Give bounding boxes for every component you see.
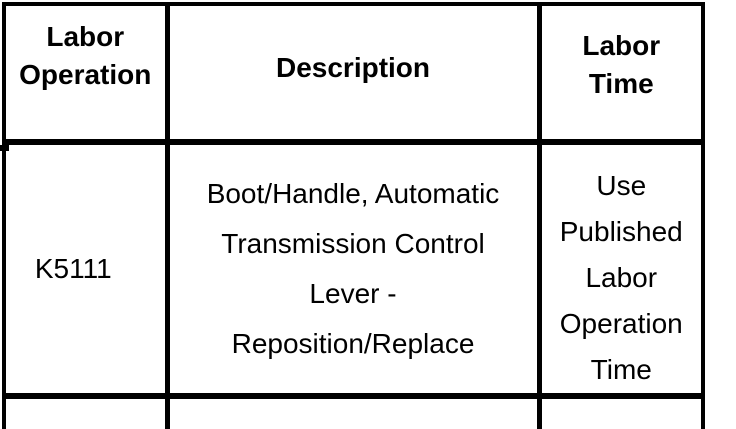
column-header-description: Description (164, 2, 542, 145)
column-header-labor-operation: Labor Operation (2, 2, 170, 145)
document-page: Labor Operation Description Labor Time K… (0, 2, 705, 429)
header-row: Labor Operation Description Labor Time (2, 2, 705, 145)
cell-labor-time: Use Published Labor Operation Time (536, 139, 705, 399)
labor-operations-table: Labor Operation Description Labor Time K… (2, 2, 705, 429)
next-row-cutoff (2, 396, 705, 429)
cell-labor-operation-code: K5111 (2, 139, 170, 399)
table-row: K5111 Boot/Handle, Automatic Transmissio… (2, 139, 705, 399)
left-edge-line-artifact (0, 145, 9, 151)
cutoff-cell-description (164, 396, 542, 429)
column-header-labor-time: Labor Time (536, 2, 705, 145)
cutoff-cell-labor-time (536, 396, 705, 429)
cell-description: Boot/Handle, Automatic Transmission Cont… (164, 139, 542, 399)
cutoff-cell-labor-operation (2, 396, 170, 429)
